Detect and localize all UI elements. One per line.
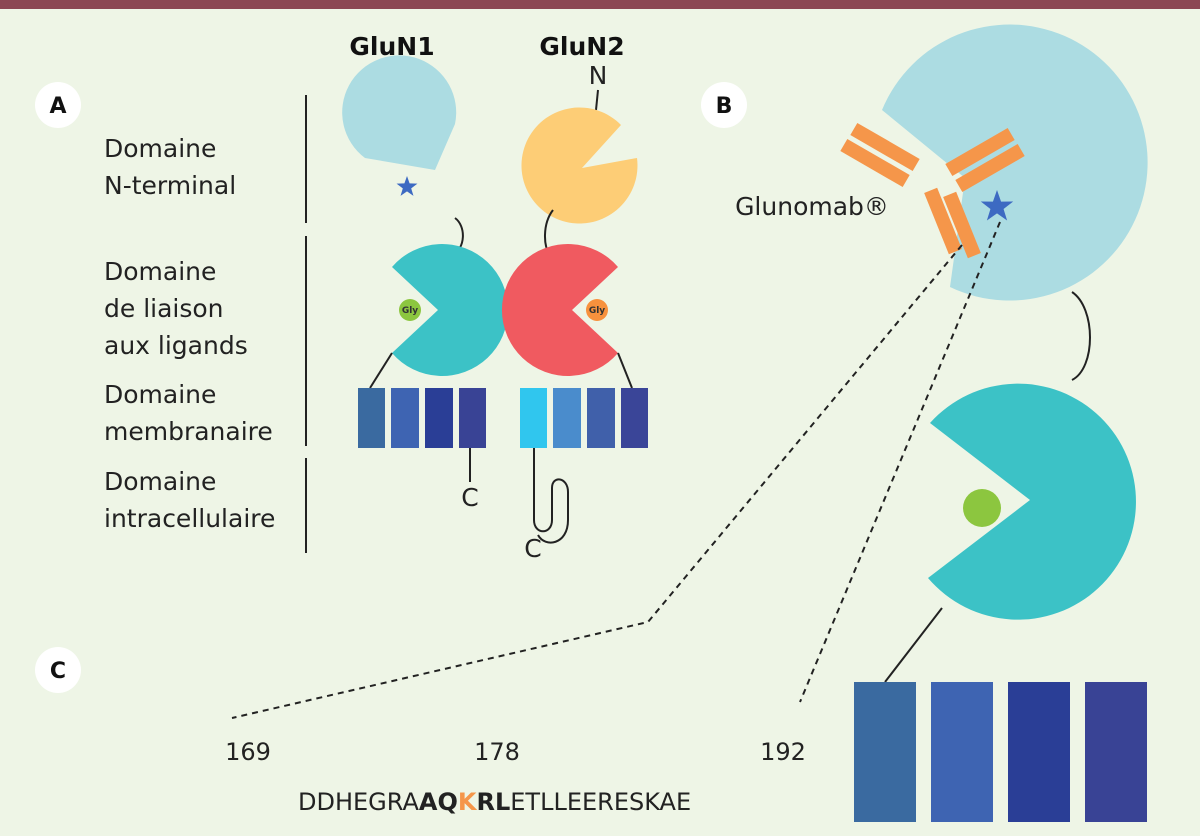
domain-label-line: intracellulaire [104,504,275,533]
panel-b-glun1-enlarged: Glunomab® [735,24,1148,822]
domain-label-line: de liaison [104,294,224,323]
glun1-subunit: Gly C [342,55,509,512]
glun2-c-tail [533,448,569,544]
glun2-tm-helix [621,388,648,448]
epitope-callout-lines [231,221,1001,719]
glun1-tm-helix [425,388,453,448]
large-lbd [928,383,1136,620]
glun2-lbd [501,244,618,377]
domain-label-line: Domaine [104,257,216,286]
glun1-tm-helix [459,388,486,448]
glun1-ntd [342,55,457,170]
panel-b-badge: B [701,82,747,128]
panel-b-letter: B [716,94,733,119]
glun1-c-terminus: C [461,483,478,512]
domain-label-line: aux ligands [104,331,248,360]
large-ntd-lbd-linker [1071,291,1091,381]
large-tm-helix [1085,682,1147,822]
large-tm-helix [1008,682,1070,822]
glun2-glycine [586,299,608,321]
large-epitope-star-icon [980,190,1014,221]
antibody-label: Glunomab® [735,192,889,221]
top-accent-bar [0,0,1200,9]
domain-label-line: Domaine [104,467,216,496]
large-ntd [882,24,1148,301]
glun1-transmembrane-helices [358,388,486,448]
domain-label-intracellular: Domaine intracellulaire [104,467,275,533]
sequence-segment: DDHEGRA [298,788,419,816]
glun1-epitope-star-icon [396,176,418,196]
glun2-tm-helix [520,388,547,448]
domain-label-line: membranaire [104,417,273,446]
glun2-glycine-label: Gly [589,306,605,316]
sequence-segment-highlight: K [458,788,478,816]
glun2-ntd [521,107,638,224]
glun1-lbd [392,244,509,377]
glun1-tm-helix [358,388,385,448]
panel-a-badge: A [35,82,81,128]
panel-c-letter: C [50,659,66,684]
panel-c-badge: C [35,647,81,693]
sequence-segment-bold: RL [476,788,510,816]
glun2-tm-helix [587,388,615,448]
glun1-glycine [399,299,421,321]
glun2-header: GluN2 [539,32,624,61]
sequence-position-end: 192 [760,738,806,766]
sequence-position-mid: 178 [474,738,520,766]
glun2-subunit: Gly C [501,89,648,563]
large-glycine [963,489,1001,527]
sequence-position-start: 169 [225,738,271,766]
domain-label-ligand-binding: Domaine de liaison aux ligands [104,257,248,360]
domain-label-line: N-terminal [104,171,236,200]
epitope-sequence: DDHEGRAAQKRLETLLEERESKAE [298,788,691,816]
glun2-n-terminus: N [589,61,608,90]
glun1-tm-helix [391,388,419,448]
large-transmembrane-helices [854,682,1147,822]
domain-label-line: Domaine [104,380,216,409]
domain-label-membrane: Domaine membranaire [104,380,273,446]
large-tm-helix [854,682,916,822]
domain-label-line: Domaine [104,134,216,163]
glun2-tm-helix [553,388,581,448]
glun2-c-terminus: C [524,534,541,563]
domain-label-n-terminal: Domaine N-terminal [104,134,236,200]
large-tm-helix [931,682,993,822]
glun2-transmembrane-helices [520,388,648,448]
sequence-segment: ETLLEERESKAE [510,788,691,816]
glunomab-antibody-icon [840,122,1025,259]
glun1-glycine-label: Gly [402,306,418,316]
panel-a-letter: A [49,94,66,119]
sequence-segment-bold: AQ [419,788,458,816]
